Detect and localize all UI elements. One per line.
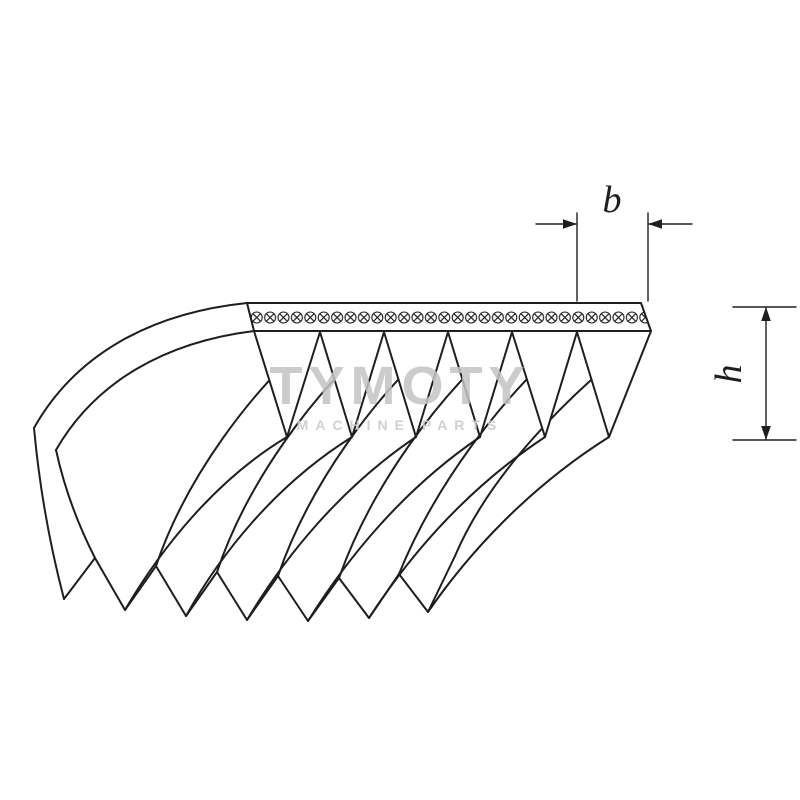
belt-top-surface-outer-curve <box>33 302 248 429</box>
dim-h-arrow-bottom <box>761 426 771 440</box>
dim-b-arrow-left <box>563 219 577 229</box>
watermark: TYMOTY MACHINE PARTS <box>270 356 531 433</box>
tension-band-hatched <box>246 302 652 332</box>
belt-top-surface-inner-curve <box>55 330 255 451</box>
rib-tip-sweep-line <box>185 436 353 617</box>
rib-tip-sweep-line <box>246 436 417 621</box>
belt-top-surface <box>33 302 255 451</box>
rib-tip-sweep-line <box>307 436 481 622</box>
dimension-b: b <box>535 179 693 302</box>
dimension-h: h <box>708 306 797 441</box>
belt-outer-edge-line <box>33 427 65 600</box>
belt-inner-flank-line <box>55 449 96 559</box>
watermark-brand-text: TYMOTY <box>270 356 531 416</box>
bottom-zigzag-edge <box>63 555 456 622</box>
rib-tip-sweep-line <box>124 436 288 611</box>
rib-profile-path <box>253 330 652 438</box>
belt-cross-section <box>246 302 652 438</box>
rib-tip-sweep-line <box>427 436 610 613</box>
dim-h-arrow-top <box>761 307 771 321</box>
dimension-h-label: h <box>708 365 750 384</box>
dim-b-arrow-right <box>648 219 662 229</box>
watermark-tagline-text: MACHINE PARTS <box>297 417 504 433</box>
belt-top-surface-fill <box>34 303 254 450</box>
dimension-b-label: b <box>603 179 622 221</box>
